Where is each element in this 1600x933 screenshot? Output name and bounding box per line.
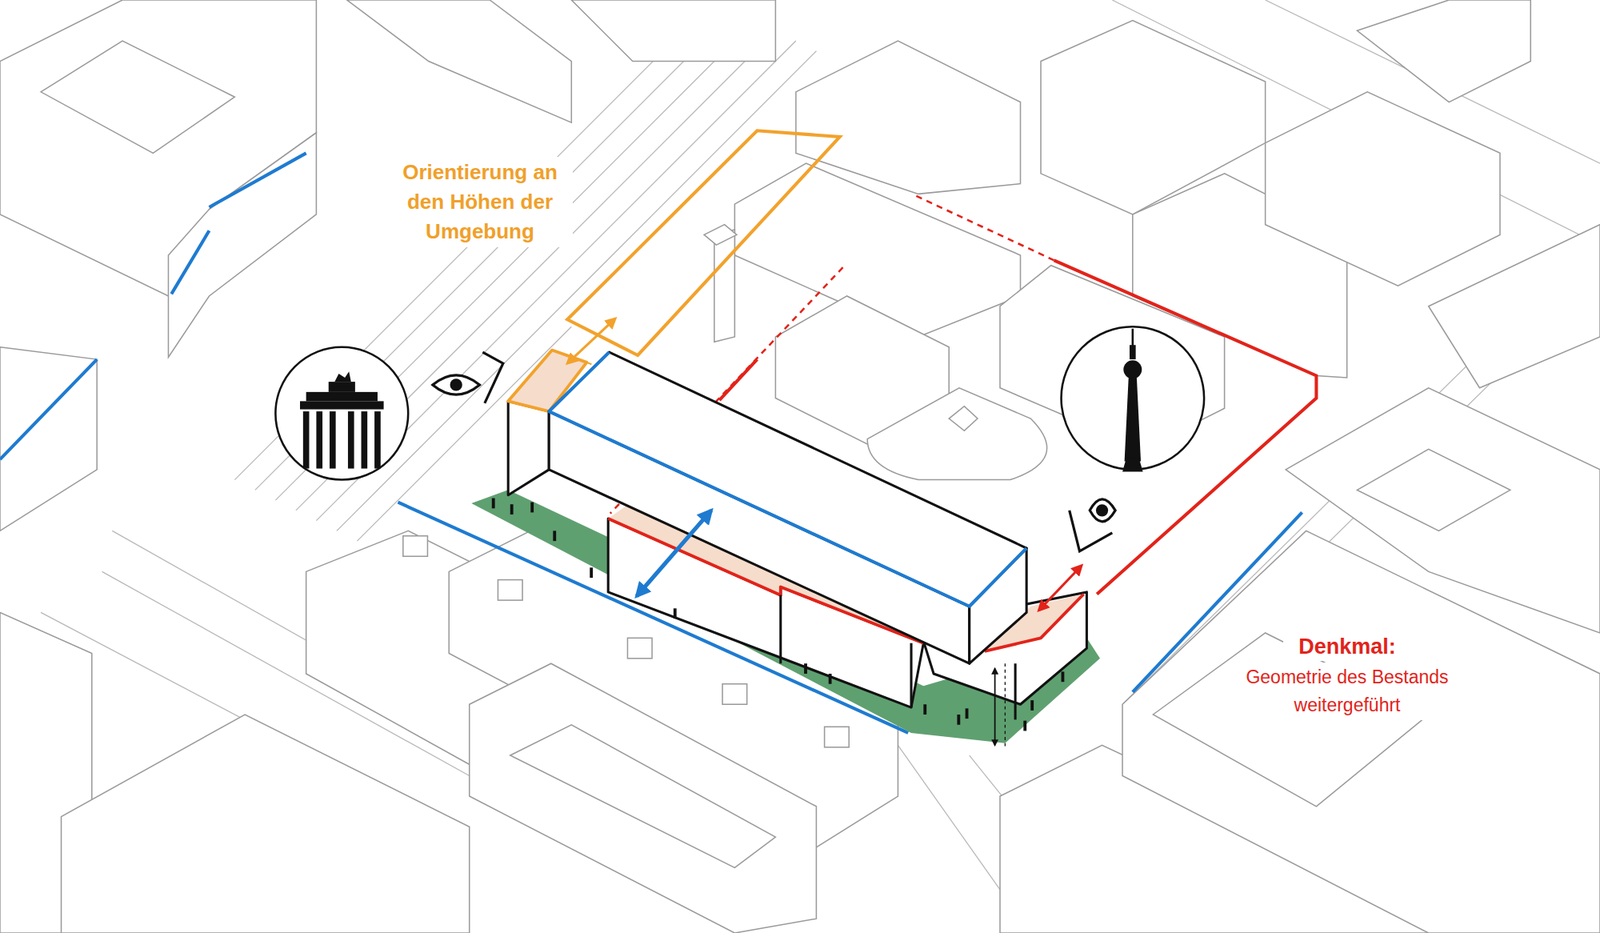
direction-arrows bbox=[567, 318, 1082, 748]
height-note: Orientierung an den Höhen der Umgebung bbox=[387, 156, 573, 248]
tv-tower-icon bbox=[1061, 326, 1205, 472]
people bbox=[492, 498, 1065, 732]
heritage-heading: Denkmal: bbox=[1283, 632, 1412, 661]
view-eye bbox=[432, 352, 1116, 552]
street-edges bbox=[0, 152, 1303, 733]
heritage-note: Geometrie des Bestands weitergeführt bbox=[1227, 662, 1468, 720]
height-outline bbox=[567, 130, 840, 356]
new-building bbox=[508, 350, 1087, 720]
brandenburg-gate-icon bbox=[275, 347, 408, 480]
